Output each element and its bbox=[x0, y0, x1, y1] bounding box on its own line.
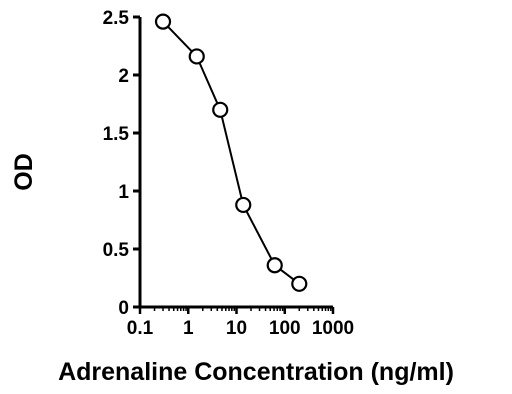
x-tick-label: 1 bbox=[183, 318, 194, 339]
x-tick-label: 0.1 bbox=[127, 318, 154, 339]
data-point bbox=[154, 13, 172, 30]
y-tick-label: 1.5 bbox=[103, 124, 130, 145]
y-tick-label: 0.5 bbox=[103, 240, 130, 261]
data-point bbox=[235, 196, 252, 214]
y-tick-label: 2.5 bbox=[103, 8, 130, 29]
data-point bbox=[291, 275, 308, 292]
y-tick-label: 2 bbox=[118, 66, 129, 87]
x-axis-title: Adrenaline Concentration (ng/ml) bbox=[58, 358, 454, 386]
x-tick-label: 1000 bbox=[312, 318, 354, 339]
y-axis-ticks: 0 0.5 1 1.5 2 2.5 bbox=[103, 8, 140, 319]
axes bbox=[138, 17, 333, 309]
y-tick-label: 1 bbox=[118, 182, 129, 203]
x-axis-ticks: 0.1 1 10 100 1000 bbox=[127, 307, 354, 339]
series-line bbox=[162, 20, 300, 285]
x-tick-label: 100 bbox=[269, 318, 301, 339]
data-point bbox=[188, 48, 205, 65]
x-tick-label: 10 bbox=[226, 318, 247, 339]
y-axis-title: OD bbox=[10, 153, 38, 191]
data-point bbox=[266, 257, 283, 274]
series-layer bbox=[154, 13, 308, 292]
data-point bbox=[212, 101, 229, 118]
y-tick-label: 0 bbox=[118, 298, 129, 319]
